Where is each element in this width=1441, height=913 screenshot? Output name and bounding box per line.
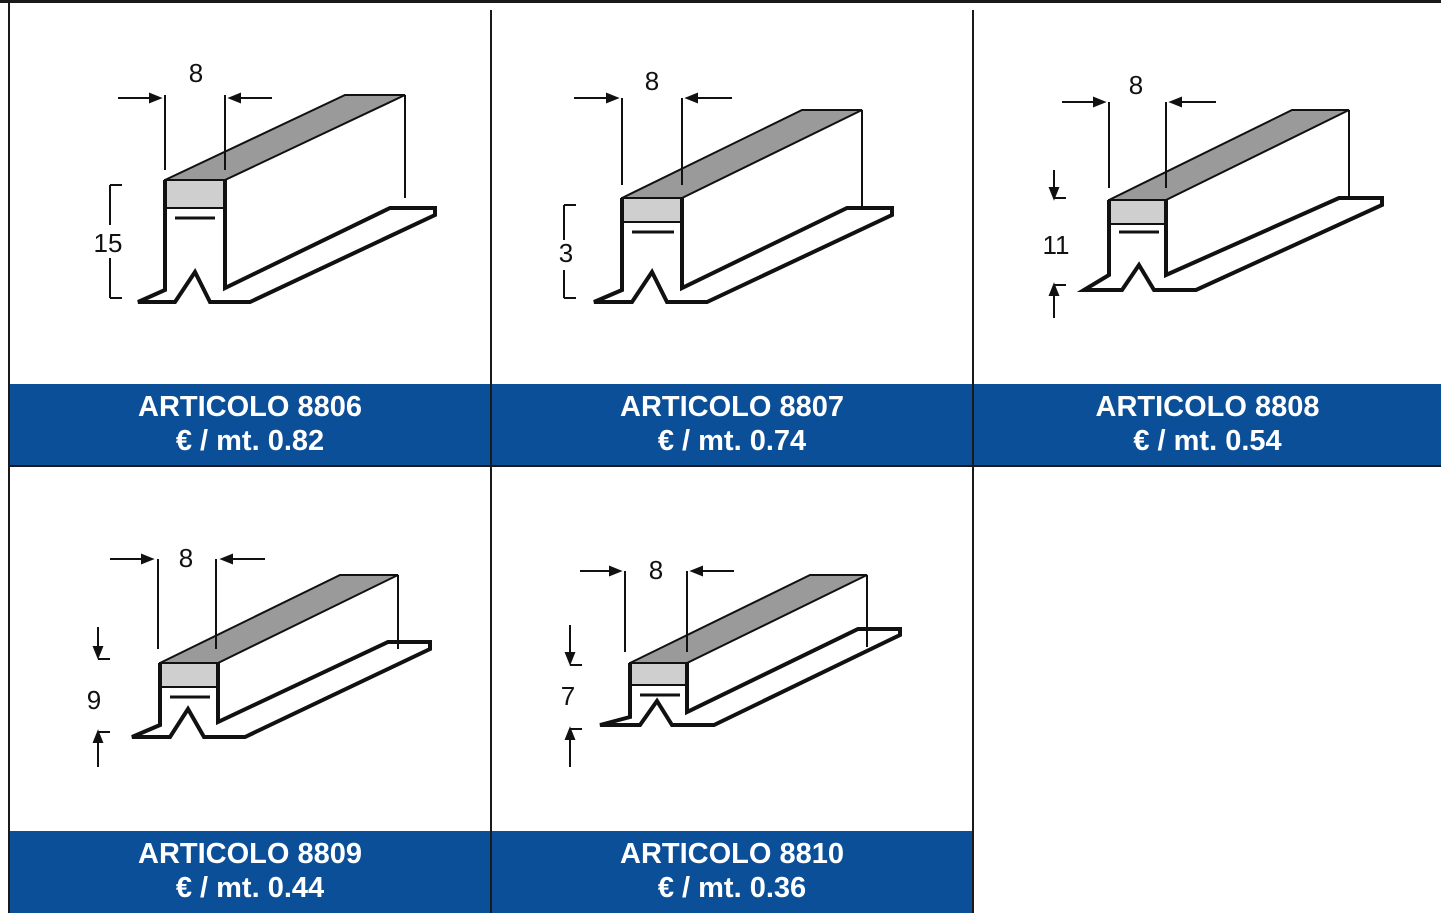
- price: € / mt. 0.36: [657, 872, 807, 904]
- grid-line: [490, 10, 492, 913]
- article-code: ARTICOLO 8806: [138, 391, 362, 423]
- profile-drawing-icon: 8 9: [87, 543, 432, 767]
- product-label: ARTICOLO 8807 € / mt. 0.74: [492, 384, 972, 465]
- price: € / mt. 0.54: [1133, 425, 1282, 457]
- product-label: ARTICOLO 8806 € / mt. 0.82: [10, 384, 490, 465]
- profile-drawing-icon: 8 11: [1043, 70, 1384, 318]
- article-code: ARTICOLO 8807: [620, 391, 844, 423]
- product-card-8809: 8 9 ARTICOLO 8809 € / mt. 0.44: [10, 467, 490, 913]
- article-code: ARTICOLO 8808: [1095, 391, 1320, 423]
- price: € / mt. 0.74: [657, 425, 807, 457]
- height-dimension: 9: [87, 685, 101, 715]
- article-code: ARTICOLO 8810: [620, 838, 844, 870]
- profile-drawing-icon: 8 15: [94, 58, 437, 304]
- product-label: ARTICOLO 8809 € / mt. 0.44: [10, 831, 490, 913]
- height-dimension: 15: [94, 228, 123, 258]
- width-dimension: 8: [1129, 70, 1143, 100]
- profile-drawing-icon: 8 3: [559, 66, 894, 304]
- profile-drawing-icon: 8 7: [561, 555, 902, 767]
- product-label: ARTICOLO 8808 € / mt. 0.54: [974, 384, 1441, 465]
- width-dimension: 8: [179, 543, 193, 573]
- product-card-8806: 8 15 ARTICOLO 8806 € / mt. 0.82: [10, 10, 490, 465]
- product-card-8810: 8 7 ARTICOLO 8810 € / mt. 0.36: [492, 467, 972, 913]
- price: € / mt. 0.44: [175, 872, 325, 904]
- width-dimension: 8: [189, 58, 203, 88]
- height-dimension: 3: [559, 238, 573, 268]
- width-dimension: 8: [649, 555, 663, 585]
- grid-line: [8, 465, 1441, 467]
- height-dimension: 11: [1043, 230, 1070, 260]
- width-dimension: 8: [645, 66, 659, 96]
- top-border: [0, 0, 1441, 3]
- product-card-8808: 8 11 ARTICOLO 8808 € / mt. 0.54: [974, 10, 1441, 465]
- article-code: ARTICOLO 8809: [138, 838, 362, 870]
- product-card-8807: 8 3 ARTICOLO 8807 € / mt. 0.74: [492, 10, 972, 465]
- product-label: ARTICOLO 8810 € / mt. 0.36: [492, 831, 972, 913]
- price: € / mt. 0.82: [175, 425, 325, 457]
- grid-line: [8, 0, 10, 913]
- grid-line: [972, 10, 974, 913]
- height-dimension: 7: [561, 681, 575, 711]
